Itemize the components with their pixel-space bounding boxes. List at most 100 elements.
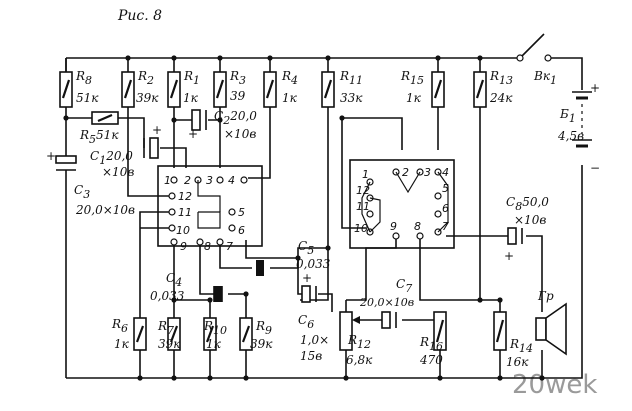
svg-text:8: 8 — [204, 240, 211, 253]
power-switch: Вк1 — [516, 33, 557, 87]
svg-text:1: 1 — [362, 168, 369, 181]
svg-text:20,0×10в: 20,0×10в — [75, 203, 135, 217]
svg-text:4: 4 — [442, 166, 449, 179]
svg-text:5: 5 — [238, 206, 245, 219]
resistor-r13: R13 24к — [473, 69, 513, 108]
svg-text:R8: R8 — [75, 69, 92, 87]
capacitor-c4: C4 0,033 — [150, 271, 223, 303]
speaker-icon: Гр — [535, 289, 567, 356]
watermark: 20wek — [512, 370, 597, 400]
svg-text:+: + — [590, 81, 600, 95]
svg-text:10: 10 — [354, 222, 368, 235]
svg-text:0,033: 0,033 — [296, 257, 331, 271]
svg-text:R11: R11 — [339, 69, 363, 87]
svg-text:5: 5 — [442, 182, 449, 195]
svg-text:−: − — [590, 161, 600, 175]
resistor-r14: R14 16к — [493, 311, 533, 369]
svg-text:3: 3 — [424, 166, 431, 179]
svg-text:×10в: ×10в — [514, 213, 546, 227]
svg-text:2: 2 — [402, 166, 409, 179]
capacitor-c6: + C6 1,0× 15в — [298, 271, 329, 363]
svg-text:4,5в: 4,5в — [557, 129, 584, 143]
svg-text:C5: C5 — [298, 239, 314, 257]
svg-text:C4: C4 — [166, 271, 182, 289]
svg-text:R2: R2 — [137, 69, 154, 87]
svg-text:12: 12 — [356, 184, 370, 197]
svg-text:6: 6 — [238, 224, 245, 237]
svg-text:3: 3 — [206, 174, 213, 187]
svg-text:1,0×: 1,0× — [300, 333, 329, 347]
svg-text:1к: 1к — [206, 337, 222, 351]
ic2-chip: 1 2 3 4 12 11 5 10 6 9 8 7 — [349, 159, 455, 249]
svg-text:11: 11 — [356, 200, 370, 213]
svg-text:C7: C7 — [396, 277, 412, 295]
svg-text:C850,0: C850,0 — [506, 195, 549, 213]
resistor-r3: R3 39 — [213, 69, 246, 108]
svg-text:6: 6 — [442, 202, 449, 215]
svg-text:+: + — [302, 271, 312, 285]
svg-text:15в: 15в — [300, 349, 322, 363]
svg-text:1к: 1к — [406, 91, 422, 105]
svg-text:R551к: R551к — [79, 128, 119, 146]
svg-text:R10: R10 — [203, 319, 227, 337]
resistor-r6: R6 1к — [111, 317, 147, 351]
svg-text:39к: 39к — [136, 91, 159, 105]
svg-text:Гр: Гр — [537, 289, 554, 303]
svg-text:×10в: ×10в — [224, 127, 256, 141]
svg-text:+: + — [46, 149, 56, 163]
svg-text:1к: 1к — [183, 91, 199, 105]
svg-text:24к: 24к — [489, 91, 513, 105]
svg-text:+: + — [504, 249, 514, 263]
svg-text:Б1: Б1 — [559, 107, 576, 125]
svg-text:51к: 51к — [76, 91, 99, 105]
resistor-r4: R4 1к — [263, 69, 298, 108]
resistor-r15: R15 1к — [400, 69, 445, 108]
capacitor-c8: + C850,0 ×10в — [504, 195, 549, 263]
svg-text:R16: R16 — [419, 335, 443, 353]
svg-text:R14: R14 — [509, 337, 533, 355]
svg-text:R6: R6 — [111, 317, 128, 335]
capacitor-c3: + C3 20,0×10в — [46, 149, 135, 217]
resistor-r7: R7 39к — [157, 317, 181, 351]
svg-text:9: 9 — [390, 220, 397, 233]
svg-text:8: 8 — [414, 220, 421, 233]
battery-icon: + − Б1 4,5в — [557, 81, 600, 175]
svg-text:1к: 1к — [114, 337, 130, 351]
svg-text:1к: 1к — [282, 91, 298, 105]
capacitor-c1: + C120,0 ×10в — [90, 123, 162, 179]
resistor-r10: R10 1к — [203, 317, 227, 351]
svg-text:C3: C3 — [74, 183, 90, 201]
svg-text:R7: R7 — [157, 319, 174, 337]
svg-text:R13: R13 — [489, 69, 513, 87]
svg-text:C220,0: C220,0 — [214, 109, 257, 127]
svg-text:16к: 16к — [506, 355, 529, 369]
svg-text:R4: R4 — [281, 69, 298, 87]
svg-text:0,033: 0,033 — [150, 289, 185, 303]
svg-text:R1: R1 — [183, 69, 200, 87]
svg-text:9: 9 — [180, 240, 187, 253]
resistor-r8: R8 51к — [59, 69, 99, 108]
svg-text:4: 4 — [228, 174, 235, 187]
ic1-chip: 1 2 3 4 12 11 5 10 6 9 8 7 — [157, 165, 263, 253]
svg-text:R12: R12 — [347, 333, 371, 351]
resistor-r11: R11 33к — [321, 69, 363, 108]
svg-text:Вк1: Вк1 — [533, 69, 557, 87]
svg-text:7: 7 — [226, 240, 233, 253]
capacitor-c5: C5 0,033 — [256, 239, 331, 276]
resistor-r2: R2 39к — [121, 69, 159, 108]
svg-text:33к: 33к — [340, 91, 363, 105]
svg-text:+: + — [152, 123, 162, 137]
svg-text:C120,0: C120,0 — [90, 149, 133, 167]
capacitor-c2: + C220,0 ×10в — [188, 109, 257, 141]
resistor-r5: R551к — [79, 111, 119, 146]
svg-text:R3: R3 — [229, 69, 246, 87]
resistor-r12: R12 6,8к — [339, 311, 382, 367]
svg-text:7: 7 — [442, 220, 449, 233]
svg-text:2: 2 — [184, 174, 191, 187]
svg-text:11: 11 — [178, 206, 192, 219]
svg-text:×10в: ×10в — [102, 165, 134, 179]
svg-text:470: 470 — [419, 353, 443, 367]
svg-text:20,0×10в: 20,0×10в — [359, 296, 414, 309]
